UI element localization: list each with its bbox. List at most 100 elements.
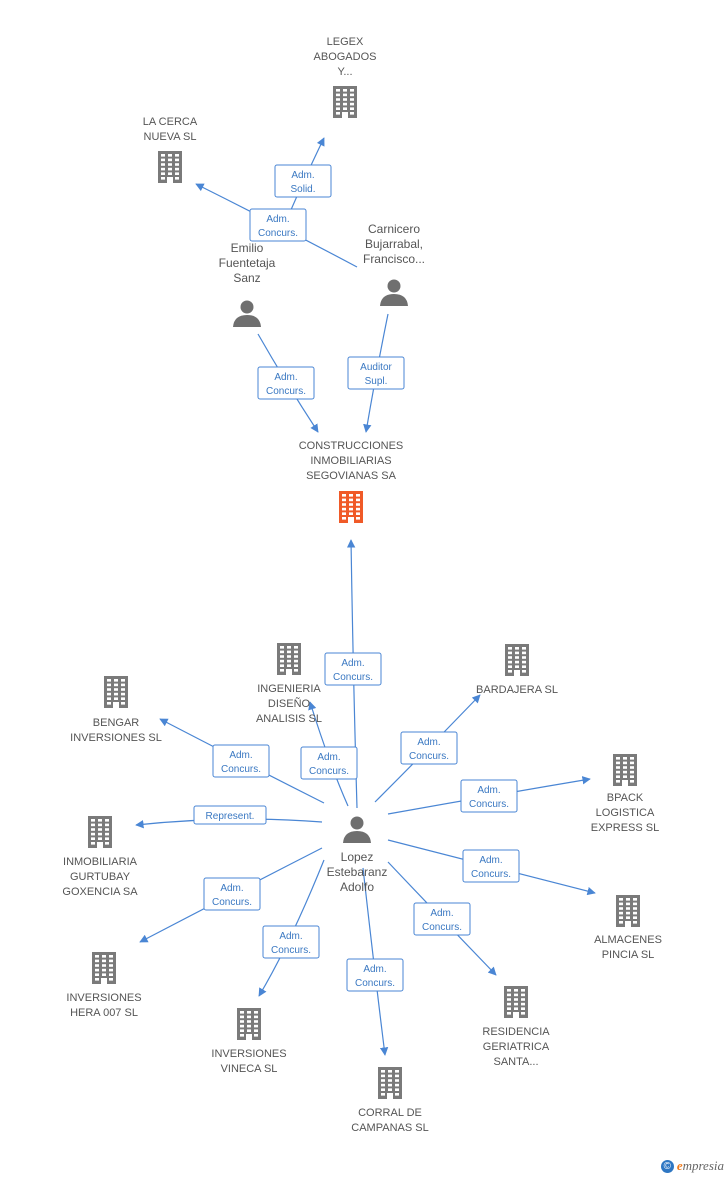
node-bardajera[interactable]: BARDAJERA SL xyxy=(476,644,558,696)
highlighted-building-icon xyxy=(339,491,363,523)
edge-label-lopez-to-ingenieria[interactable]: Adm. Concurs. xyxy=(300,746,358,780)
node-label-line: Carnicero xyxy=(368,222,420,236)
edge-label-text: Adm. xyxy=(279,931,302,942)
edge-label-lopez-to-gurtubay[interactable]: Represent. xyxy=(193,805,267,825)
brand-logo-text: mpresia xyxy=(682,1158,724,1173)
node-label-line: Estebaranz xyxy=(327,865,388,879)
edge-label-lopez-to-corral[interactable]: Adm. Concurs. xyxy=(346,958,404,992)
node-legex[interactable]: LEGEXABOGADOSY... xyxy=(314,36,377,118)
node-label-line: Adolfo xyxy=(340,880,374,894)
edge-label-text: Adm. xyxy=(477,785,500,796)
edge-label-lopez-to-bpack[interactable]: Adm. Concurs. xyxy=(460,779,518,813)
edge-label-text: Concurs. xyxy=(266,386,306,397)
node-label-line: RESIDENCIA xyxy=(482,1026,550,1038)
node-label-line: LA CERCA xyxy=(143,116,198,128)
building-icon xyxy=(92,952,116,984)
node-label-line: EXPRESS SL xyxy=(591,822,659,834)
building-icon xyxy=(237,1008,261,1040)
edge-label-text: Concurs. xyxy=(355,978,395,989)
node-label-line: Lopez xyxy=(341,850,374,864)
node-label-line: BENGAR xyxy=(93,717,140,729)
node-label-line: CAMPANAS SL xyxy=(351,1122,428,1134)
node-label-line: DISEÑO xyxy=(268,697,311,710)
node-label-line: VINECA SL xyxy=(221,1063,278,1075)
node-label-line: LOGISTICA xyxy=(596,807,655,819)
edge-label-lopez-to-residencia[interactable]: Adm. Concurs. xyxy=(413,902,471,936)
node-label-line: GURTUBAY xyxy=(70,871,131,883)
node-label-line: GOXENCIA SA xyxy=(62,886,138,898)
edge-label-emilio-to-construcciones[interactable]: Adm. Concurs. xyxy=(257,366,315,400)
node-label-line: LEGEX xyxy=(327,36,364,48)
building-icon xyxy=(88,816,112,848)
node-label-line: INVERSIONES xyxy=(211,1048,286,1060)
edge-label-emilio-to-legex[interactable]: Adm.Solid. xyxy=(274,164,332,198)
edge-label-text: Concurs. xyxy=(258,228,298,239)
node-label-line: CONSTRUCCIONES xyxy=(299,440,404,452)
brand-footer[interactable]: © empresia xyxy=(660,1158,724,1174)
node-label-line: NUEVA SL xyxy=(144,131,197,143)
node-label-line: INVERSIONES xyxy=(66,992,141,1004)
node-residencia[interactable]: RESIDENCIAGERIATRICASANTA... xyxy=(482,986,550,1068)
edge-label-text: Concurs. xyxy=(212,897,252,908)
node-label-line: PINCIA SL xyxy=(602,949,655,961)
edge-label-lopez-to-hera[interactable]: Adm. Concurs. xyxy=(203,877,261,911)
edge-label-text: Concurs. xyxy=(409,751,449,762)
node-label-line: Fuentetaja xyxy=(219,256,276,270)
node-label-line: Francisco... xyxy=(363,252,425,266)
edge-label-text: Adm. xyxy=(363,964,386,975)
edge-label-lopez-to-vineca[interactable]: Adm. Concurs. xyxy=(262,925,320,959)
edge-label-text: Adm. xyxy=(274,372,297,383)
person-icon xyxy=(343,816,371,843)
edge-label-lopez-to-construcciones[interactable]: Adm.Concurs. xyxy=(324,652,382,686)
node-label-line: Sanz xyxy=(233,271,260,285)
edge-label-text: Adm. xyxy=(479,855,502,866)
node-vineca[interactable]: INVERSIONES VINECA SL xyxy=(211,1008,287,1075)
edge-label-text: Adm. xyxy=(417,737,440,748)
node-label-line: INMOBILIARIA xyxy=(63,856,138,868)
copyright-icon: © xyxy=(660,1159,674,1173)
edge-label-text: Concurs. xyxy=(469,799,509,810)
node-gurtubay[interactable]: INMOBILIARIA GURTUBAY GOXENCIA SA xyxy=(62,816,138,898)
edge-label-text: Adm. xyxy=(430,908,453,919)
edge-label-lopez-to-almacenes[interactable]: Adm.Concurs. xyxy=(462,849,520,883)
edge-label-text: Concurs. xyxy=(309,766,349,777)
edge-label-text: Concurs. xyxy=(333,672,373,683)
node-label-line: INGENIERIA xyxy=(257,683,321,695)
person-icon xyxy=(233,300,261,327)
edge-label-text: Adm. xyxy=(291,170,314,181)
node-label-line: BARDAJERA SL xyxy=(476,684,558,696)
edge-label-text: Adm. xyxy=(220,883,243,894)
node-label-line: Bujarrabal, xyxy=(365,237,423,251)
building-icon xyxy=(505,644,529,676)
building-icon xyxy=(504,986,528,1018)
edges-layer xyxy=(135,137,596,1056)
edge-label-text: Concurs. xyxy=(271,945,311,956)
brand-logo-initial: e xyxy=(676,1158,683,1173)
edge-label-carnicero-to-lacerca[interactable]: Adm. Concurs. xyxy=(249,208,307,242)
node-label-line: ANALISIS SL xyxy=(256,713,322,725)
node-carnicero[interactable]: CarniceroBujarrabal,Francisco... xyxy=(363,222,425,306)
edge-label-text: Concurs. xyxy=(422,922,462,933)
edge-label-text: Adm. xyxy=(266,214,289,225)
node-lacerca[interactable]: LA CERCA NUEVA SL xyxy=(143,116,198,183)
edge-label-text: Supl. xyxy=(365,376,388,387)
edge-label-lopez-to-bengar[interactable]: Adm.Concurs. xyxy=(212,744,270,778)
building-icon xyxy=(277,643,301,675)
edge-label-lopez-to-bardajera[interactable]: Adm. Concurs. xyxy=(400,731,458,765)
node-ingenieria[interactable]: INGENIERIA DISEÑO ANALISIS SL xyxy=(256,643,322,725)
edge-label-text: Adm. xyxy=(317,752,340,763)
edge-label-text: Concurs. xyxy=(221,764,261,775)
building-icon xyxy=(104,676,128,708)
edge-label-text: Auditor xyxy=(360,362,392,373)
node-label-line: SANTA... xyxy=(493,1056,538,1068)
